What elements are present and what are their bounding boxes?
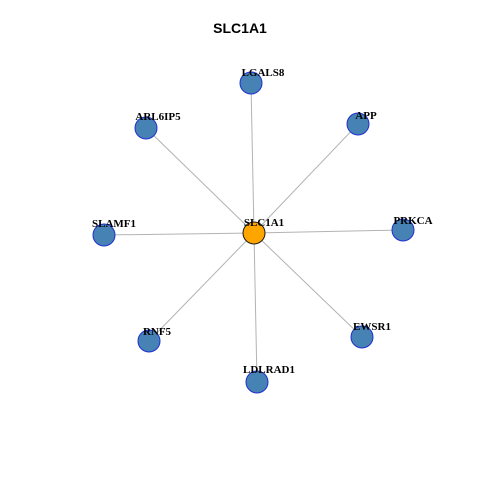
node-prkca[interactable] xyxy=(391,218,415,242)
node-rnf5[interactable] xyxy=(137,329,161,353)
node-label-ewsr1: EWSR1 xyxy=(353,321,391,333)
node-label-arl6ip5: ARL6IP5 xyxy=(135,111,181,123)
node-label-rnf5: RNF5 xyxy=(143,326,172,338)
graph-title: SLC1A1 xyxy=(213,20,267,36)
edge-slc1a1-ldlrad1 xyxy=(253,232,258,383)
edge-slc1a1-rnf5 xyxy=(148,232,255,342)
node-slc1a1[interactable] xyxy=(242,221,266,245)
node-ewsr1[interactable] xyxy=(350,325,374,349)
edge-layer xyxy=(103,82,404,383)
node-label-slc1a1: SLC1A1 xyxy=(244,217,284,229)
edge-slc1a1-arl6ip5 xyxy=(145,127,255,234)
node-lgals8[interactable] xyxy=(239,71,263,95)
edge-slc1a1-slamf1 xyxy=(103,232,255,236)
node-arl6ip5[interactable] xyxy=(134,116,158,140)
node-slamf1[interactable] xyxy=(92,223,116,247)
node-label-prkca: PRKCA xyxy=(393,215,432,227)
edge-slc1a1-prkca xyxy=(253,229,404,234)
node-app[interactable] xyxy=(346,112,370,136)
node-ldlrad1[interactable] xyxy=(245,370,269,394)
edge-slc1a1-lgals8 xyxy=(250,82,255,234)
node-label-app: APP xyxy=(355,110,377,122)
edge-slc1a1-app xyxy=(253,123,359,234)
node-label-lgals8: LGALS8 xyxy=(242,67,285,79)
edge-slc1a1-ewsr1 xyxy=(253,232,363,338)
node-label-slamf1: SLAMF1 xyxy=(92,218,136,230)
node-label-ldlrad1: LDLRAD1 xyxy=(243,364,295,376)
node-layer xyxy=(92,71,415,394)
